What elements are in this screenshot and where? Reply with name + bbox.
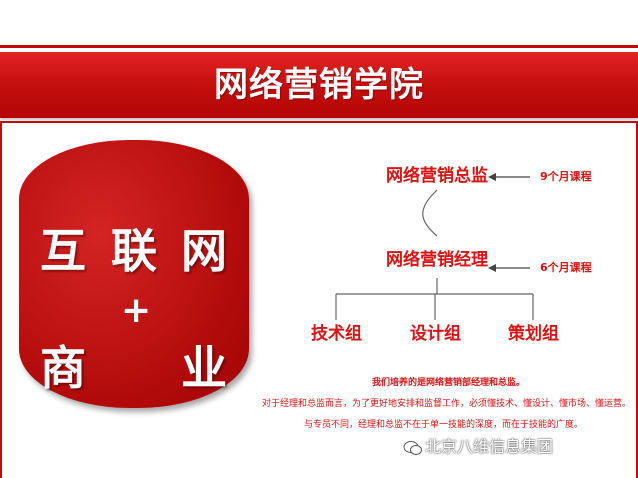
banner-bottom-rule [0, 121, 638, 123]
badge-char-lian: 联 [111, 224, 157, 278]
description-line-3: 与专员不同，经理和总监不在于单一技能的深度，而在于技能的广度。 [304, 420, 584, 430]
frame-left-border [0, 121, 2, 478]
node-manager: 网络营销经理 [386, 250, 488, 270]
description-line-2: 对于经理和总监而言，为了更好地安排和监督工作，必须懂技术、懂设计、懂市场、懂运营… [262, 399, 632, 409]
internet-plus-badge [19, 140, 249, 408]
note-director-duration: 9个月课程 [540, 170, 592, 183]
title-banner: 网络营销学院 [0, 52, 638, 118]
badge-char-shang: 商 [40, 341, 86, 395]
node-director: 网络营销总监 [386, 166, 488, 186]
badge-char-wang: 网 [181, 224, 227, 278]
arrow-director-head [488, 173, 496, 181]
page-title: 网络营销学院 [214, 65, 424, 105]
node-tech-group: 技术组 [311, 324, 362, 344]
top-rule [0, 45, 638, 48]
badge-char-ye: 业 [181, 341, 227, 395]
badge-char-hu: 互 [40, 224, 86, 278]
description-line-1: 我们培养的是网络营销部经理和总监。 [372, 378, 526, 388]
badge-plus-sign: + [121, 290, 152, 331]
node-design-group: 设计组 [410, 324, 461, 344]
frame-right-border [636, 121, 638, 478]
wechat-icon [403, 441, 422, 455]
arrow-manager-head [488, 264, 496, 272]
connector-director-manager [422, 189, 438, 237]
watermark-text: 北京八维信息集团 [425, 437, 554, 456]
note-manager-duration: 6个月课程 [540, 261, 592, 274]
node-planning-group: 策划组 [508, 324, 559, 344]
